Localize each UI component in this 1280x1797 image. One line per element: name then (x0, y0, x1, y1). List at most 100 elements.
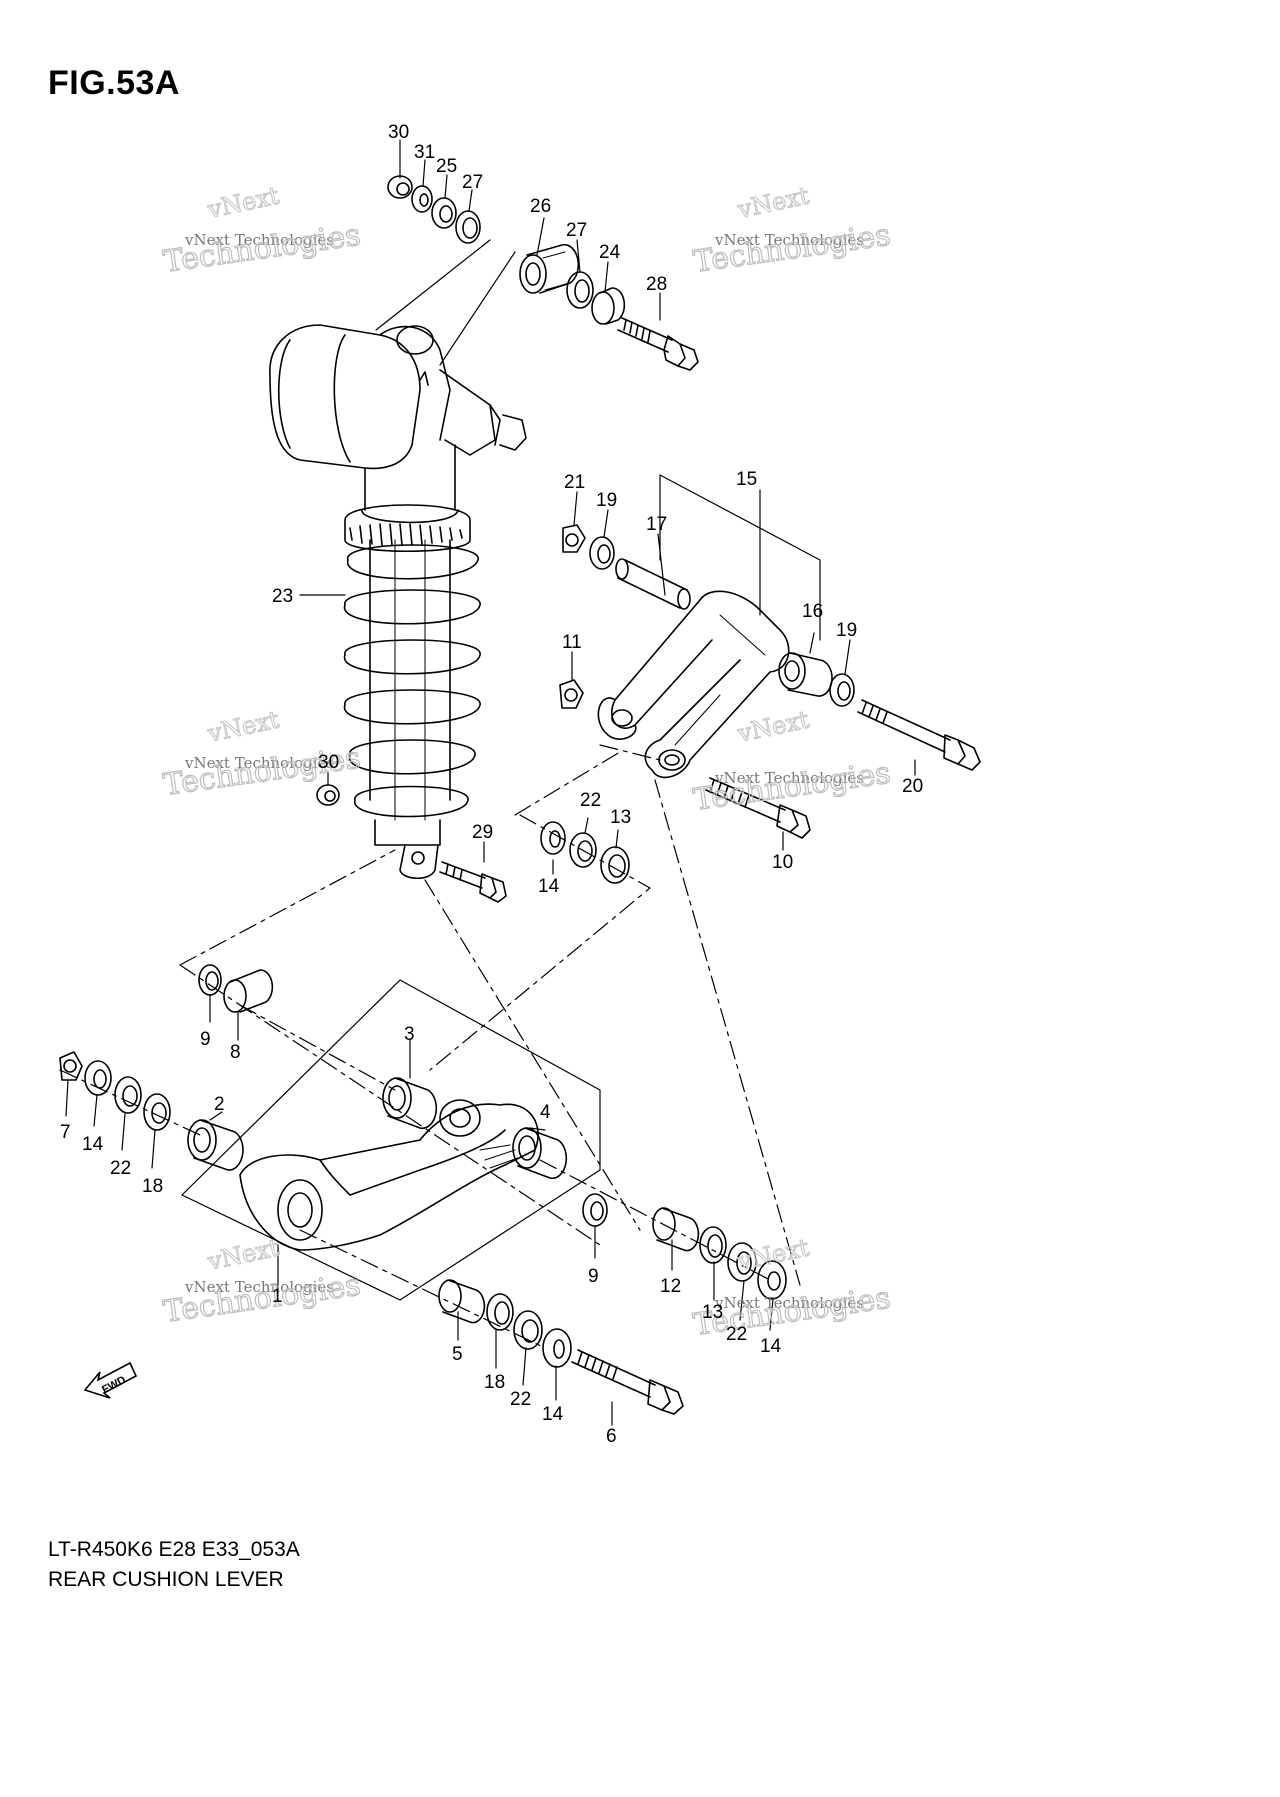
part-15-cushion-rod (597, 590, 790, 779)
callout-15: 15 (736, 469, 757, 490)
callout-14-bottom: 14 (542, 1404, 564, 1425)
callout-13-lower: 13 (702, 1302, 723, 1323)
part-29-bolt (439, 861, 507, 903)
part-5-collar (438, 1279, 486, 1324)
svg-text:vNext: vNext (734, 181, 812, 224)
callout-21: 21 (564, 472, 585, 493)
callout-30-top: 30 (388, 122, 409, 143)
part-3-bearing (382, 1077, 438, 1130)
svg-text:vNext Technologies: vNext Technologies (184, 1278, 334, 1296)
part-17-spacer (615, 558, 691, 610)
part-30-cap-lower (316, 784, 340, 806)
callout-18-bottom: 18 (484, 1372, 505, 1393)
part-18-washer-bottom (486, 1293, 514, 1331)
part-22-washer-left (114, 1076, 142, 1114)
svg-text:vNext: vNext (734, 705, 812, 748)
callout-17: 17 (646, 514, 667, 535)
part-27-washer-left (455, 210, 481, 244)
callout-22-bottom: 22 (510, 1389, 531, 1410)
part-25-collar (431, 197, 457, 229)
callout-14-mid: 14 (538, 876, 560, 897)
callout-22-mid: 22 (580, 790, 601, 811)
part-31-washer (411, 185, 433, 213)
callout-labels: 30 31 25 27 26 27 24 28 23 30 29 21 19 1… (60, 122, 923, 1447)
callout-26: 26 (530, 196, 551, 217)
callout-9-upper: 9 (200, 1029, 211, 1050)
callout-8: 8 (230, 1042, 241, 1063)
callout-10: 10 (772, 852, 793, 873)
callout-30-lower: 30 (318, 752, 339, 773)
svg-text:vNext Technologies: vNext Technologies (184, 754, 334, 772)
callout-6: 6 (606, 1426, 617, 1447)
callout-16: 16 (802, 601, 823, 622)
part-12-collar (652, 1207, 700, 1252)
callout-9-lower: 9 (588, 1266, 599, 1287)
callout-14-lower-right: 14 (760, 1336, 782, 1357)
svg-text:Technologies: Technologies (691, 756, 892, 818)
figure-code: LT-R450K6 E28 E33_053A (48, 1538, 300, 1561)
fwd-arrow-icon: FWD (83, 1361, 138, 1399)
part-11-nut (559, 679, 584, 709)
part-4-bearing (512, 1127, 568, 1180)
part-8-collar (223, 969, 274, 1013)
part-19-washer-lower (829, 673, 855, 707)
part-6-bolt (571, 1349, 684, 1415)
part-27-washer-right (566, 271, 594, 309)
part-13-washer-lower (699, 1226, 727, 1264)
callout-27-right: 27 (566, 220, 587, 241)
callout-14-left: 14 (82, 1134, 104, 1155)
callout-24: 24 (599, 242, 621, 263)
callout-25: 25 (436, 156, 457, 177)
figure-title: FIG.53A (48, 64, 180, 102)
part-14-washer-bottom (542, 1328, 572, 1368)
svg-text:vNext Technologies: vNext Technologies (714, 231, 864, 249)
callout-27-left: 27 (462, 172, 483, 193)
svg-text:vNext: vNext (204, 705, 282, 748)
part-9-seal-lower (582, 1193, 608, 1227)
part-21-nut (562, 524, 586, 553)
part-26-bearing-top (519, 243, 580, 294)
callout-19-lower: 19 (836, 620, 857, 641)
callout-22-lower-right: 22 (726, 1324, 747, 1345)
svg-text:vNext Technologies: vNext Technologies (714, 1294, 864, 1312)
part-14-washer-mid (540, 821, 566, 855)
part-1-cushion-lever (239, 1099, 539, 1251)
part-7-nut (59, 1051, 83, 1081)
part-13-washer-mid (600, 846, 630, 884)
part-19-washer-upper (589, 536, 615, 570)
part-14-washer-left (84, 1060, 112, 1096)
part-14-washer-lower-right (757, 1260, 787, 1300)
part-22-washer-mid (569, 832, 597, 868)
part-10-bolt (705, 777, 811, 839)
part-28-bolt (617, 317, 699, 371)
part-30-cap-top (387, 175, 413, 199)
svg-text:vNext: vNext (734, 1233, 812, 1276)
callout-18-left: 18 (142, 1176, 163, 1197)
callout-29: 29 (472, 822, 493, 843)
svg-text:Technologies: Technologies (691, 218, 892, 280)
callout-23: 23 (272, 586, 293, 607)
callout-31: 31 (414, 142, 435, 163)
svg-text:vNext Technologies: vNext Technologies (714, 769, 864, 787)
part-20-bolt (857, 699, 981, 771)
watermark-top-left: vNext vNext Technologies Technologies (161, 181, 364, 281)
svg-text:vNext Technologies: vNext Technologies (184, 231, 334, 249)
watermark-top-right: vNext vNext Technologies Technologies (691, 181, 894, 281)
callout-1: 1 (272, 1286, 283, 1307)
part-23-rear-shock-absorber (269, 324, 527, 880)
svg-text:vNext: vNext (204, 181, 282, 224)
part-2-bearing (187, 1119, 244, 1171)
svg-text:Technologies: Technologies (161, 1268, 362, 1330)
callout-13-mid: 13 (610, 807, 631, 828)
callout-19-upper: 19 (596, 490, 617, 511)
svg-text:Technologies: Technologies (161, 218, 362, 280)
callout-5: 5 (452, 1344, 463, 1365)
part-22-washer-bottom (513, 1310, 543, 1350)
callout-2: 2 (214, 1094, 225, 1115)
callout-28: 28 (646, 274, 667, 295)
callout-22-left: 22 (110, 1158, 131, 1179)
callout-20: 20 (902, 776, 923, 797)
part-24-collar (591, 287, 626, 325)
